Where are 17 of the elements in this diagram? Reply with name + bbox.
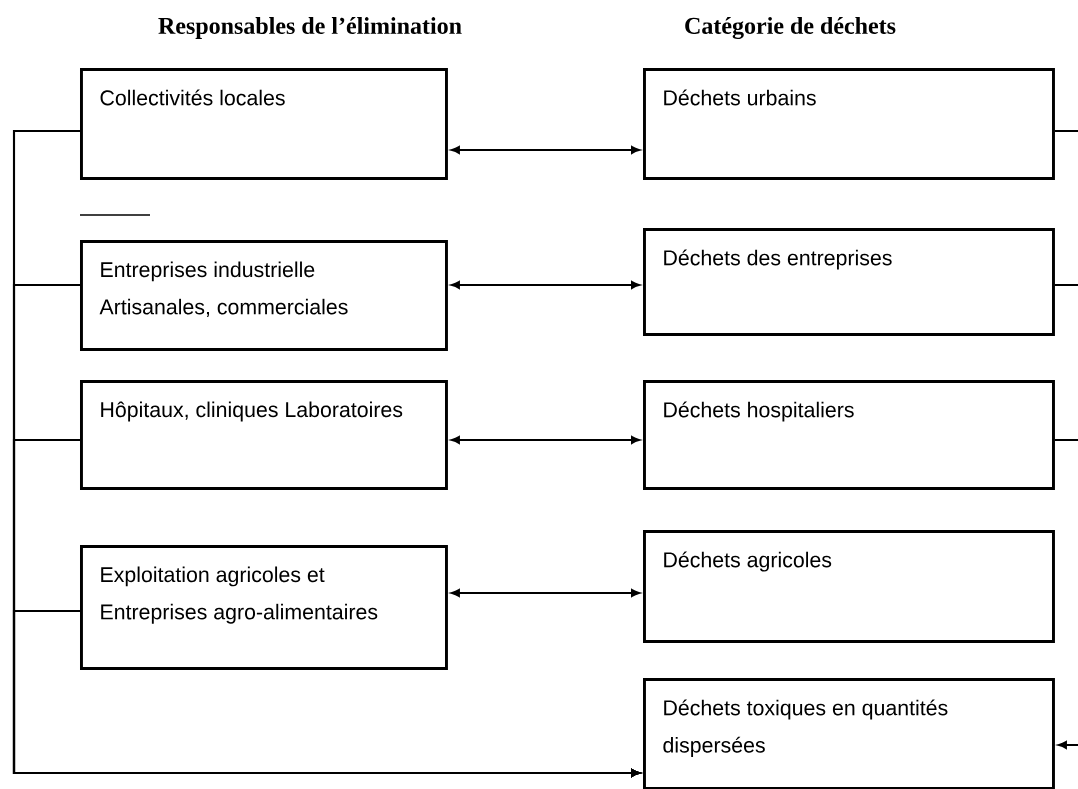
arrow — [12, 609, 640, 777]
process-box: Déchets urbains — [643, 68, 1055, 180]
process-box: Déchets hospitaliers — [643, 380, 1055, 490]
process-box: Hôpitaux, cliniques Laboratoires — [80, 380, 448, 490]
arrow — [1058, 741, 1078, 749]
process-box: Déchets des entreprises — [643, 228, 1055, 336]
arrow — [451, 146, 640, 154]
arrow — [451, 589, 640, 597]
process-box: Entreprises industrielle Artisanales, commerciales — [80, 240, 448, 351]
process-box: Déchets toxiques en quantités dispersées — [643, 678, 1055, 789]
arrow — [451, 436, 640, 444]
process-box: Collectivités locales — [80, 68, 448, 180]
column-heading: Catégorie de déchets — [685, 17, 896, 39]
process-box: Exploitation agricoles et Entreprises agro-alimentaires — [80, 545, 448, 670]
column-heading: Responsables de l’élimination — [158, 17, 462, 39]
process-box: Déchets agricoles — [643, 530, 1055, 643]
arrow — [451, 281, 640, 289]
